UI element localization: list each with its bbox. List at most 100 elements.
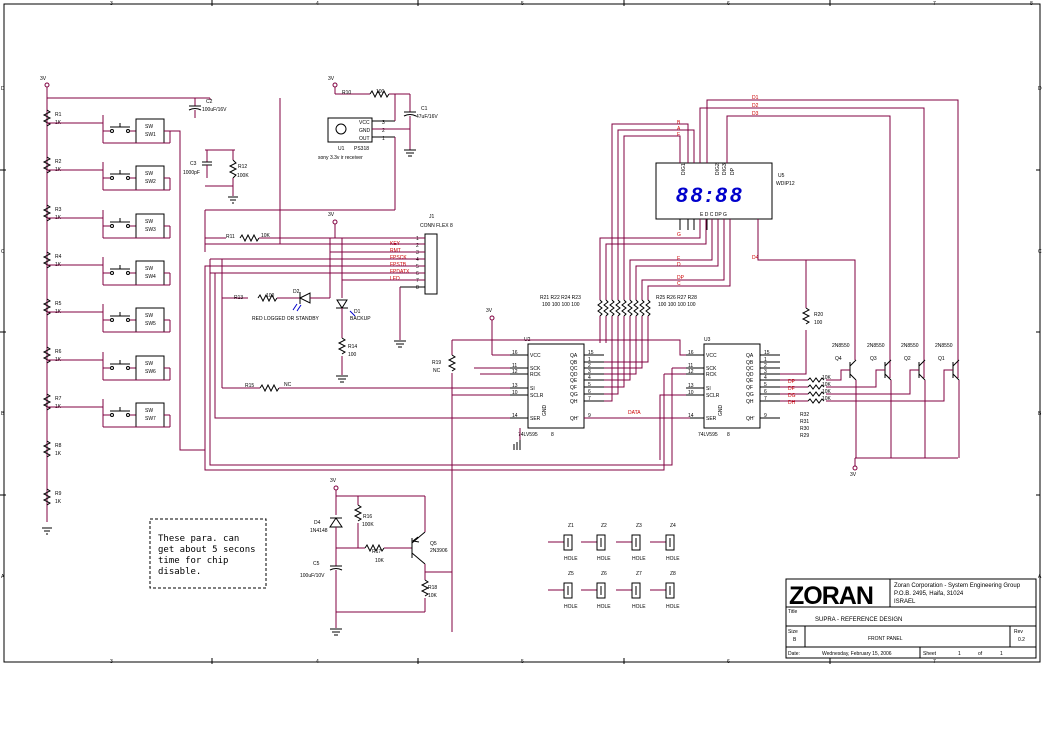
r-array2-values: 100 100 100 100 (658, 302, 696, 308)
c5-ref: C5 (313, 561, 320, 567)
u1-pinnum-1: 1 (382, 136, 385, 142)
u3-right-pinname-6: QF (746, 385, 753, 391)
u2-right-pinnum-5: 4 (588, 375, 591, 381)
border-top-4: 4 (316, 1, 319, 7)
switch-body-3 (135, 213, 165, 239)
r14-ref: R14 (348, 344, 357, 350)
ladder-resistor-ref-9: R9 (55, 491, 62, 497)
switch-ref-7: SW (145, 408, 153, 414)
u2-body (527, 343, 585, 429)
u2-right-pinname-8: QH (570, 399, 578, 405)
border-top-6: 6 (727, 1, 730, 7)
u2-output-wire-5 (604, 343, 625, 388)
array-resistor-6 (627, 299, 633, 317)
border-bottom-5: 5 (521, 659, 524, 665)
q4-value: 2N8550 (832, 343, 850, 349)
net-a: A (677, 126, 681, 132)
u2-output-wire-3 (604, 343, 637, 375)
base-resistor-value-1: 10K (822, 375, 832, 381)
u3-right-pinnum-3: 2 (764, 363, 767, 369)
u3-left-pinnum-1: 16 (688, 350, 694, 356)
border-top-5: 5 (521, 1, 524, 7)
r10-ref: R10 (342, 90, 351, 96)
u3-part: 74LV595 (698, 432, 718, 438)
u2-output-wire-2 (604, 343, 643, 369)
j1-body (424, 233, 438, 295)
hole-ref-2: Z2 (601, 523, 607, 529)
size-value: B (793, 637, 797, 643)
r14-value: 100 (348, 352, 357, 358)
ladder-resistor-value-9: 1K (55, 499, 62, 505)
border-right-a: A (1038, 574, 1042, 580)
power-3v-u2: 3V (486, 308, 493, 314)
ladder-resistor-2 (42, 156, 52, 174)
j1-pin-1: 1 (416, 236, 419, 242)
power-3v-bottom: 3V (330, 478, 337, 484)
border-right-c: C (1038, 249, 1042, 255)
array-resistor-8 (639, 299, 645, 317)
hole-body-2 (596, 534, 606, 551)
u2-output-wire-1 (604, 343, 649, 363)
net-data: DATA (628, 410, 641, 416)
hole-label-7: HOLE (632, 604, 646, 610)
ladder-resistor-ref-4: R4 (55, 254, 62, 260)
hole-label-5: HOLE (564, 604, 578, 610)
net-d4: D4 (752, 255, 759, 261)
q5-ref: Q5 (430, 541, 437, 547)
u2-right-pinnum-1: 15 (588, 350, 594, 356)
date-value: Wednesday, February 15, 2006 (822, 651, 892, 657)
u3-right-pinname-3: QC (746, 366, 754, 372)
ladder-resistor-9 (42, 488, 52, 506)
border-top-8: 8 (1030, 1, 1033, 7)
net-d2: D2 (752, 103, 759, 109)
base-resistor-4 (807, 398, 825, 404)
net-fpdatx: FPDATX (390, 269, 410, 275)
j1-pin-5: 5 (416, 264, 419, 270)
border-labels: 3 4 5 6 7 8 3 4 5 6 7 D C B A D C B A (1, 1, 1042, 665)
ladder-resistor-ref-5: R5 (55, 301, 62, 307)
u3-right-pinnum-4: 3 (764, 369, 767, 375)
seven-seg-digits: 88:88 (676, 184, 745, 207)
switch-val-7: SW7 (145, 416, 156, 422)
u2-right-pinname-6: QF (570, 385, 577, 391)
ladder-resistor-1 (42, 109, 52, 127)
r20-ref: R20 (814, 312, 823, 318)
u3-left-pinname-1: VCC (706, 353, 717, 359)
note-line-1: These para. can (158, 534, 239, 544)
rev-label: Rev (1014, 629, 1023, 635)
note-line-4: disable. (158, 567, 201, 577)
r32-ref: R32 (800, 412, 809, 418)
r11-ref: R11 (226, 234, 235, 240)
u2-right-pinname-9: QH' (570, 416, 579, 422)
hole-label-2: HOLE (597, 556, 611, 562)
document-name: FRONT PANEL (868, 636, 903, 642)
u3-right-pinname-7: QG (746, 392, 754, 398)
switch-val-4: SW4 (145, 274, 156, 280)
hole-ref-6: Z6 (601, 571, 607, 577)
ladder-resistor-7 (42, 393, 52, 411)
hole-label-1: HOLE (564, 556, 578, 562)
u3-left-pinname-2: SCK (706, 366, 717, 372)
u2-left-pinnum-2: 11 (512, 363, 517, 369)
r15-ref: R15 (245, 383, 254, 389)
r15-value: NC (284, 382, 292, 388)
switch-body-6 (135, 355, 165, 381)
border-bottom-6: 6 (727, 659, 730, 665)
switch-return-wire (170, 130, 205, 451)
border-top-3: 3 (110, 1, 113, 7)
sheet-border (3, 3, 1041, 663)
d2-led-icon (298, 292, 311, 304)
j1-pin-4: 4 (416, 257, 419, 263)
u2-left-pinnum-3: 12 (512, 369, 518, 375)
u2-output-wire-4 (604, 343, 631, 381)
interconnect-wires (204, 259, 808, 632)
of-value: 1 (1000, 651, 1003, 657)
